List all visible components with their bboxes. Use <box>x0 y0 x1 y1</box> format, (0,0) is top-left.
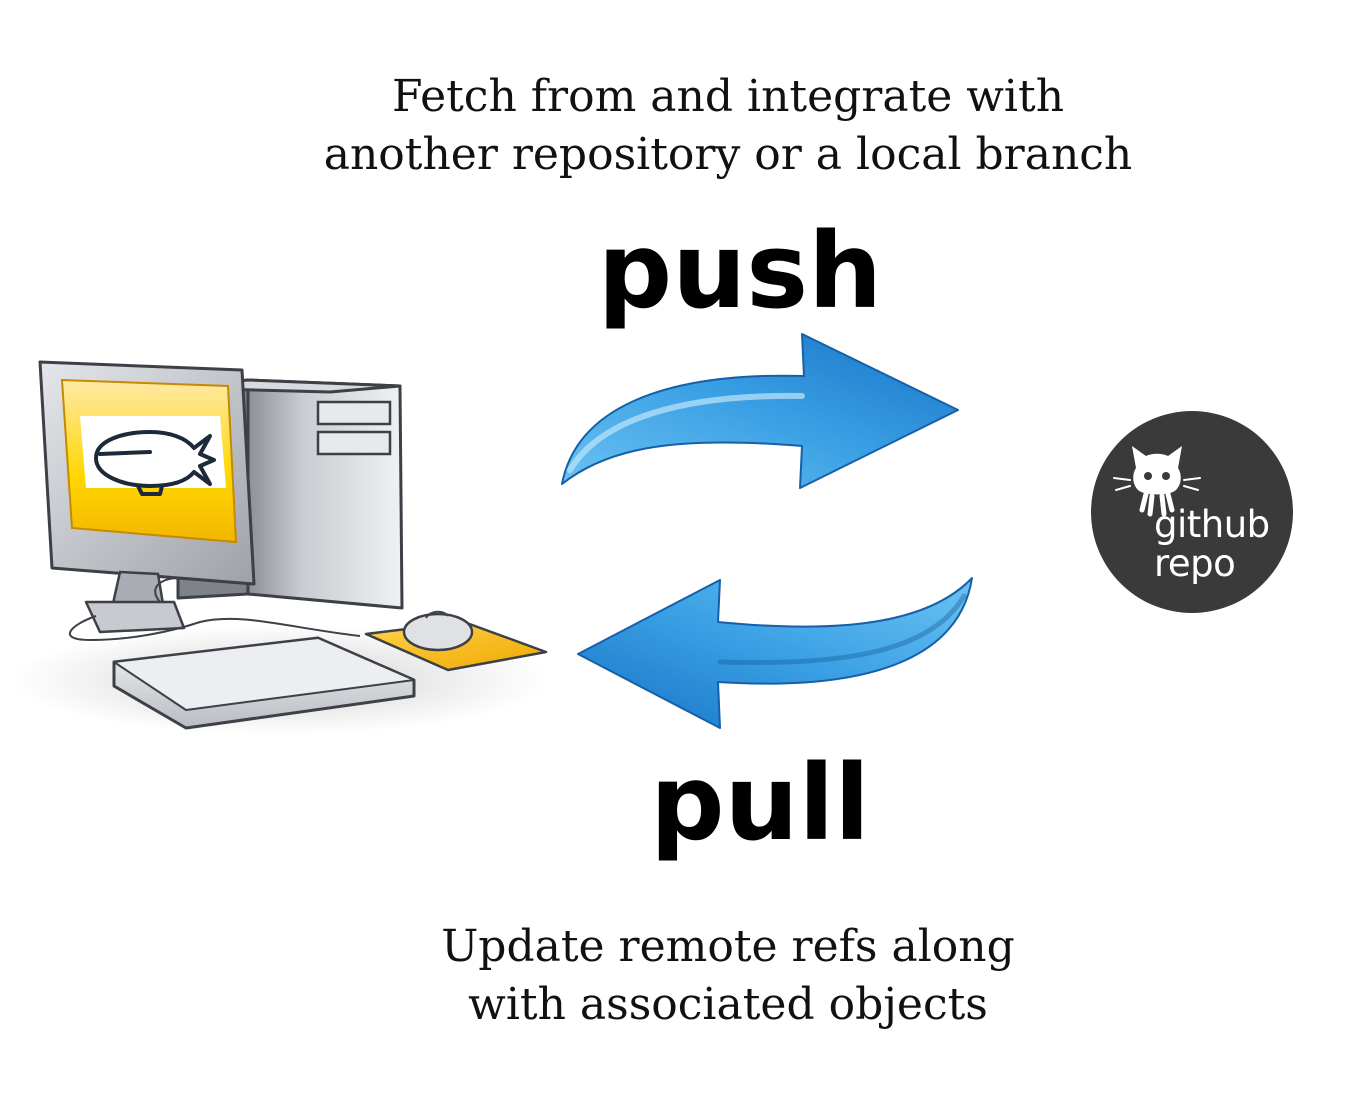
top-caption-line-2: another repository or a local branch <box>323 129 1133 180</box>
bottom-caption-line-2: with associated objects <box>468 979 988 1030</box>
top-caption: Fetch from and integrate with another re… <box>300 68 1156 184</box>
push-arrow-icon <box>561 333 959 489</box>
badge-line-repo: repo <box>1154 542 1236 585</box>
octocat-icon <box>1113 446 1201 517</box>
bottom-caption: Update remote refs along with associated… <box>300 918 1156 1034</box>
push-label: push <box>597 210 883 332</box>
bottom-caption-line-1: Update remote refs along <box>441 921 1015 972</box>
monitor <box>38 360 256 634</box>
sync-arrows <box>561 333 973 729</box>
pull-label: pull <box>650 742 870 864</box>
local-computer-icon <box>10 360 550 735</box>
top-caption-line-1: Fetch from and integrate with <box>391 71 1065 122</box>
mouse-and-pad <box>364 610 548 672</box>
pull-arrow-icon <box>577 577 973 729</box>
keyboard <box>112 636 416 730</box>
badge-line-github: github <box>1154 503 1270 546</box>
github-repo-badge <box>1091 411 1293 613</box>
